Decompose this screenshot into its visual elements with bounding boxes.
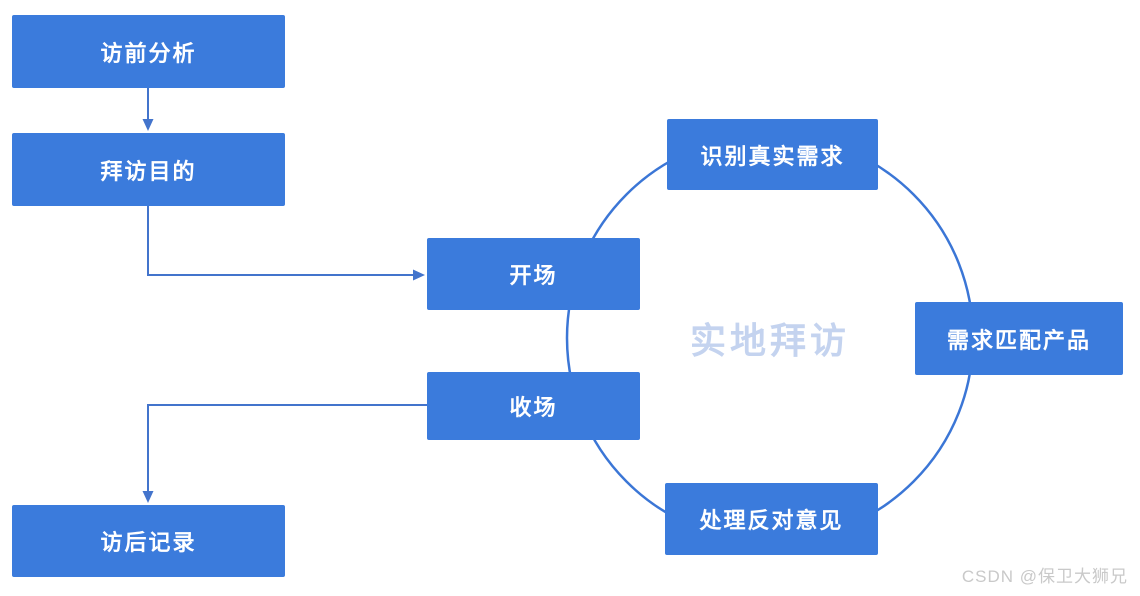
arrow-purpose-to-opening <box>147 206 414 276</box>
node-opening: 开场 <box>427 238 640 310</box>
arrowhead-purpose-to-opening <box>413 269 425 281</box>
node-label: 访后记录 <box>100 530 197 555</box>
node-match-needs-to-product: 需求匹配产品 <box>915 302 1123 375</box>
arrowhead-pre-to-purpose <box>142 119 154 131</box>
node-closing: 收场 <box>427 372 640 440</box>
cycle-center-label: 实地拜访 <box>689 320 851 361</box>
node-label: 识别真实需求 <box>700 143 845 169</box>
node-label: 需求匹配产品 <box>946 327 1091 353</box>
node-label: 开场 <box>509 263 558 288</box>
node-label: 收场 <box>509 395 558 420</box>
node-identify-real-needs: 识别真实需求 <box>667 119 878 190</box>
node-visit-purpose: 拜访目的 <box>12 133 285 206</box>
arrow-closing-to-record <box>147 404 427 492</box>
node-label: 拜访目的 <box>100 158 197 184</box>
node-label: 访前分析 <box>100 40 197 66</box>
arrowhead-closing-to-record <box>142 491 154 503</box>
node-pre-visit-analysis: 访前分析 <box>12 15 285 88</box>
node-post-visit-record: 访后记录 <box>12 505 285 577</box>
node-label: 处理反对意见 <box>699 508 844 533</box>
node-handle-objections: 处理反对意见 <box>665 483 878 555</box>
csdn-watermark: CSDN @保卫大狮兄 <box>961 567 1128 586</box>
